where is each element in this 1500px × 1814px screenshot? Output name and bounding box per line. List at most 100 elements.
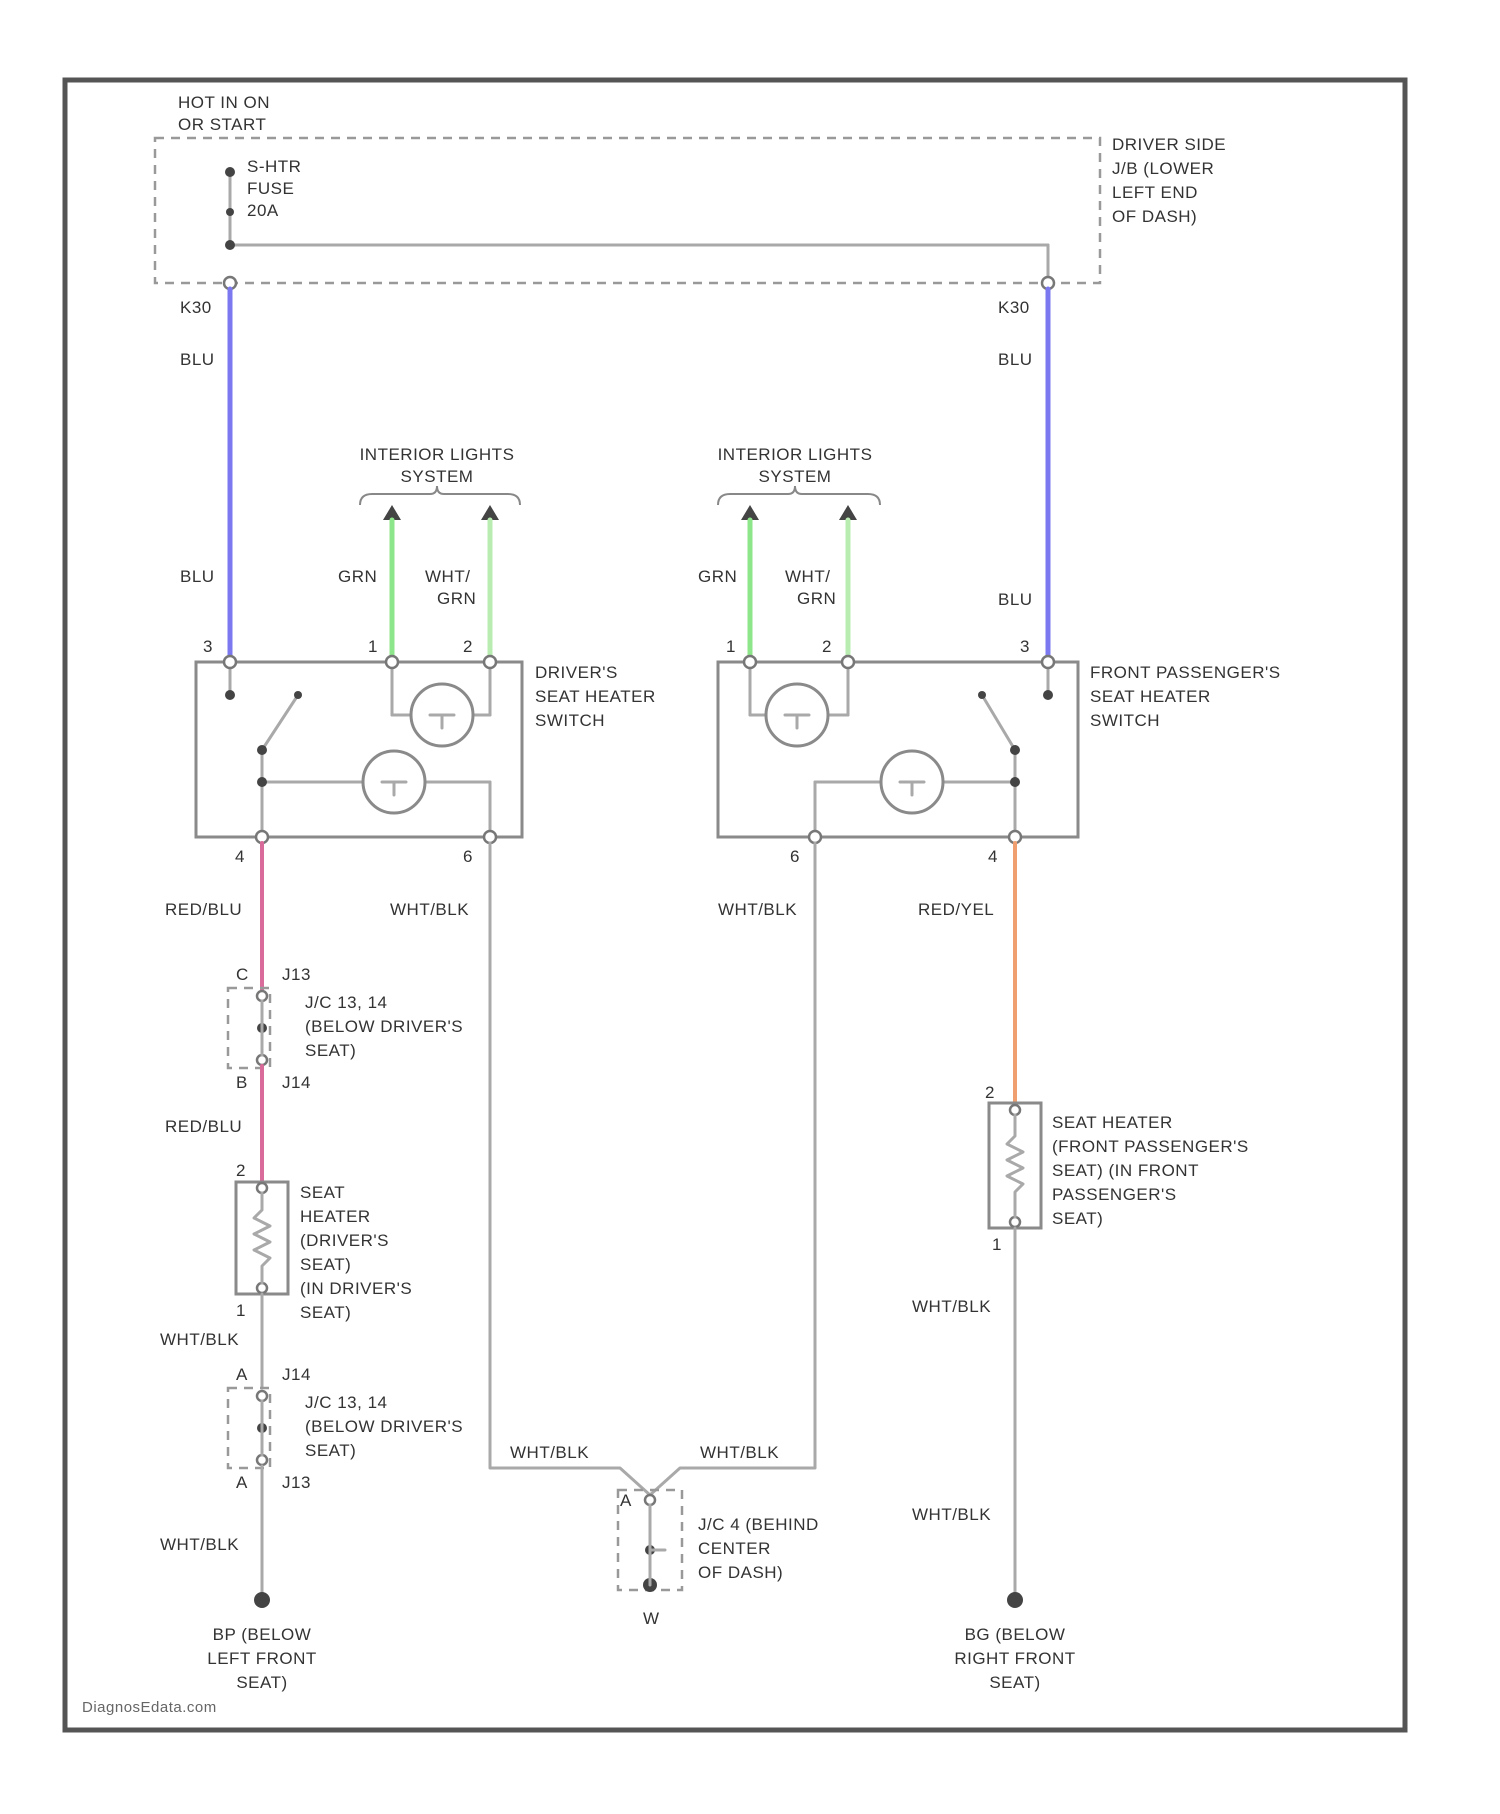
driver-switch-label-2: SEAT HEATER — [535, 687, 656, 706]
jc-upper-conn-j13: J13 — [282, 965, 311, 984]
driver-switch-label-3: SWITCH — [535, 711, 605, 730]
jb-label-4: OF DASH) — [1112, 207, 1197, 226]
jc-upper-label-1: J/C 13, 14 — [305, 993, 388, 1012]
driver-pin-2: 2 — [463, 637, 473, 656]
interior-lights-left-1: INTERIOR LIGHTS — [360, 445, 515, 464]
jc-upper-pin-c: C — [236, 965, 249, 984]
jc-center-label-1: J/C 4 (BEHIND — [698, 1515, 819, 1534]
passenger-pin-4: 4 — [988, 847, 998, 866]
passenger-heater-label-5: SEAT) — [1052, 1209, 1103, 1228]
passenger-heater-pin-1: 1 — [992, 1235, 1002, 1254]
connector-k30-left: K30 — [180, 298, 212, 317]
wire-whtblk-driver-switch-ground — [490, 843, 650, 1495]
ground-bg — [1007, 1592, 1023, 1608]
driver-pin-3: 3 — [203, 637, 213, 656]
passenger-seat-heater — [989, 1103, 1041, 1228]
driver-seat-heater-switch — [196, 656, 522, 843]
jc-lower-pin-a-bottom: A — [236, 1473, 248, 1492]
passenger-heater-label-3: SEAT) (IN FRONT — [1052, 1161, 1199, 1180]
fuse-terminal-mid — [226, 208, 234, 216]
passenger-switch-label-1: FRONT PASSENGER'S — [1090, 663, 1281, 682]
label-splice-left: WHT/BLK — [510, 1443, 589, 1462]
jc-upper-conn-j14: J14 — [282, 1073, 311, 1092]
label-redblu-upper: RED/BLU — [165, 900, 242, 919]
label-whtgrn-right-2: GRN — [797, 589, 836, 608]
label-grn-right: GRN — [698, 567, 737, 586]
jc-lower-pin-a-top: A — [236, 1365, 248, 1384]
interior-lights-right-2: SYSTEM — [759, 467, 832, 486]
jc-center-pin-w: W — [643, 1609, 660, 1628]
passenger-pin-2: 2 — [822, 637, 832, 656]
driver-switch-label-1: DRIVER'S — [535, 663, 618, 682]
driver-switch-box — [196, 662, 522, 837]
jb-label-3: LEFT END — [1112, 183, 1198, 202]
label-whtblk-driver-heater-out: WHT/BLK — [160, 1330, 239, 1349]
driver-heater-pin-1: 1 — [236, 1301, 246, 1320]
label-blu-right-lower: BLU — [998, 590, 1033, 609]
label-splice-right: WHT/BLK — [700, 1443, 779, 1462]
brace-right — [718, 486, 880, 505]
jc-center-label-3: OF DASH) — [698, 1563, 783, 1582]
ground-right-1: BG (BELOW — [965, 1625, 1066, 1644]
jc-13-14-upper — [228, 988, 270, 1068]
wire-whtblk-passenger-switch-ground — [650, 843, 815, 1495]
jb-label-1: DRIVER SIDE — [1112, 135, 1226, 154]
fuse-label-1: S-HTR — [247, 157, 301, 176]
interior-lights-right-1: INTERIOR LIGHTS — [718, 445, 873, 464]
jc-lower-conn-j14: J14 — [282, 1365, 311, 1384]
ground-left-1: BP (BELOW — [213, 1625, 312, 1644]
jc-upper-label-3: SEAT) — [305, 1041, 356, 1060]
label-whtgrn-left-1: WHT/ — [425, 567, 470, 586]
fuse-terminal-top — [225, 167, 235, 177]
label-blu-right-upper: BLU — [998, 350, 1033, 369]
passenger-switch-label-3: SWITCH — [1090, 711, 1160, 730]
passenger-heater-label-4: PASSENGER'S — [1052, 1185, 1177, 1204]
jb-label-2: J/B (LOWER — [1112, 159, 1214, 178]
interior-lights-left-2: SYSTEM — [401, 467, 474, 486]
power-label-1: HOT IN ON — [178, 93, 270, 112]
driver-seat-heater — [236, 1182, 288, 1294]
label-whtblk-passenger-bottom: WHT/BLK — [912, 1505, 991, 1524]
ground-left-2: LEFT FRONT — [207, 1649, 317, 1668]
ground-right-2: RIGHT FRONT — [954, 1649, 1075, 1668]
label-whtblk-passenger-switch: WHT/BLK — [718, 900, 797, 919]
connector-k30-right: K30 — [998, 298, 1030, 317]
driver-heater-label-2: HEATER — [300, 1207, 371, 1226]
label-whtblk-passenger-heater-out: WHT/BLK — [912, 1297, 991, 1316]
passenger-heater-label-1: SEAT HEATER — [1052, 1113, 1173, 1132]
jc-upper-pin-b: B — [236, 1073, 248, 1092]
fuse-label-3: 20A — [247, 201, 279, 220]
passenger-heater-pin-2: 2 — [985, 1083, 995, 1102]
driver-heater-label-3: (DRIVER'S — [300, 1231, 389, 1250]
brace-left — [360, 486, 520, 505]
jb-splice — [225, 240, 235, 250]
label-blu-left-upper: BLU — [180, 350, 215, 369]
jc-upper-label-2: (BELOW DRIVER'S — [305, 1017, 463, 1036]
driver-pin-4: 4 — [235, 847, 245, 866]
label-blu-left-lower: BLU — [180, 567, 215, 586]
passenger-pin-3: 3 — [1020, 637, 1030, 656]
label-redyel: RED/YEL — [918, 900, 994, 919]
fuse-label-2: FUSE — [247, 179, 294, 198]
jc-13-14-lower — [228, 1388, 270, 1468]
passenger-pin-6: 6 — [790, 847, 800, 866]
jc-lower-label-3: SEAT) — [305, 1441, 356, 1460]
passenger-heater-label-2: (FRONT PASSENGER'S — [1052, 1137, 1249, 1156]
ground-right-3: SEAT) — [989, 1673, 1040, 1692]
passenger-switch-label-2: SEAT HEATER — [1090, 687, 1211, 706]
driver-heater-label-4: SEAT) — [300, 1255, 351, 1274]
driver-pin-6: 6 — [463, 847, 473, 866]
jc-lower-label-2: (BELOW DRIVER'S — [305, 1417, 463, 1436]
driver-heater-label-5: (IN DRIVER'S — [300, 1279, 412, 1298]
passenger-pin-1: 1 — [726, 637, 736, 656]
label-whtgrn-left-2: GRN — [437, 589, 476, 608]
watermark: DiagnosEdata.com — [82, 1699, 217, 1716]
driver-heater-label-6: SEAT) — [300, 1303, 351, 1322]
ground-left-3: SEAT) — [236, 1673, 287, 1692]
label-whtgrn-right-1: WHT/ — [785, 567, 830, 586]
jc-center-label-2: CENTER — [698, 1539, 771, 1558]
power-label-2: OR START — [178, 115, 266, 134]
passenger-seat-heater-switch — [718, 656, 1078, 843]
driver-heater-label-1: SEAT — [300, 1183, 345, 1202]
